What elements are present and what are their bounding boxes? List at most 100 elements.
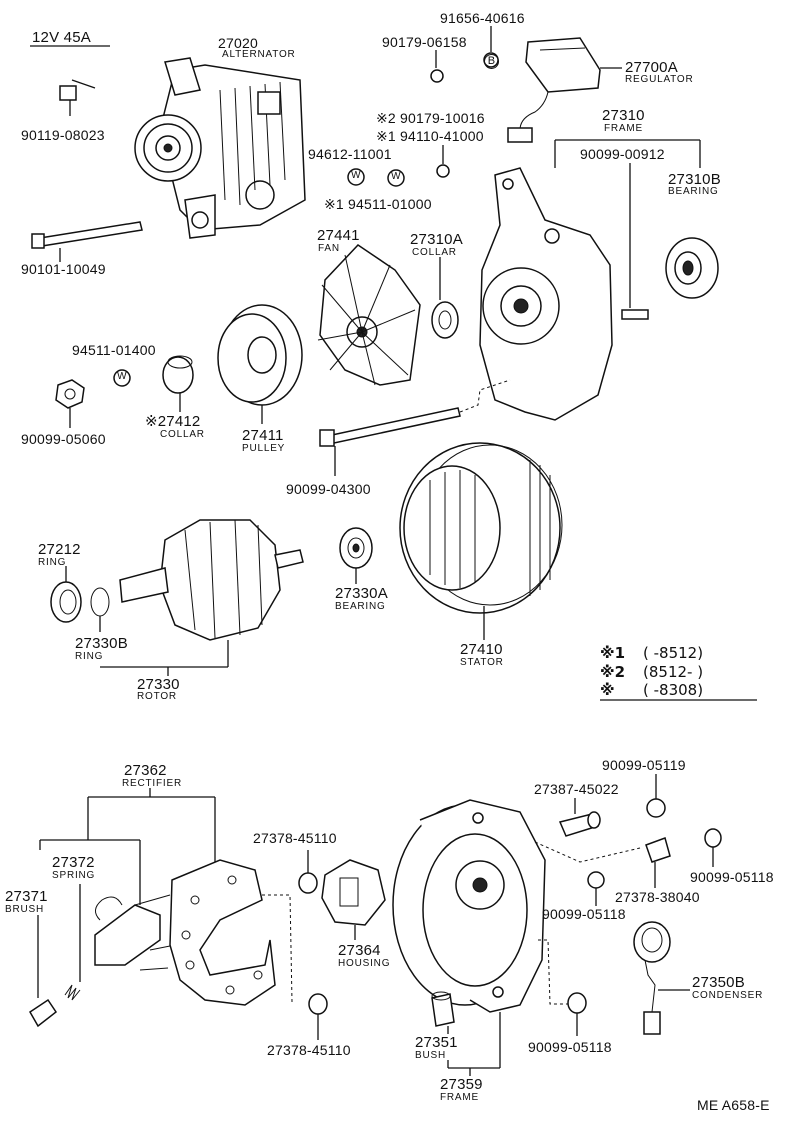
washer-drawing <box>347 168 365 186</box>
part-number-90101: 90101-10049 <box>21 261 106 277</box>
drive-end-frame-drawing <box>479 140 613 421</box>
part-name-bush: BUSH <box>415 1050 446 1061</box>
alternator-drawing <box>134 57 306 239</box>
circle-mark-w: W <box>351 170 361 181</box>
part-number-91656: 91656-40616 <box>440 10 525 26</box>
part-name-fan: FAN <box>318 243 340 254</box>
nut-drawing <box>436 164 450 178</box>
part-name-spring: SPRING <box>52 870 96 881</box>
condenser-drawing <box>633 921 690 1035</box>
part-number-27351: 27351 <box>415 1034 458 1051</box>
part-number-90099-04300: 90099-04300 <box>286 481 371 497</box>
part-number-27212: 27212 <box>38 541 81 558</box>
part-number-27411: 27411 <box>242 427 284 444</box>
bearing-drawing <box>339 527 373 584</box>
part-number-27330a: 27330A <box>335 585 388 602</box>
part-number-90099-05118: 90099-05118 <box>690 869 774 885</box>
rotor-drawing <box>119 519 304 667</box>
part-number-27359: 27359 <box>440 1076 483 1093</box>
legend-range: ( -8512) <box>643 644 704 662</box>
part-number-90099-05118: 90099-05118 <box>528 1039 612 1055</box>
part-name-housing: HOUSING <box>338 958 391 969</box>
part-number-27310b: 27310B <box>668 171 721 188</box>
part-number-27372: 27372 <box>52 854 95 871</box>
part-number-94110: ※1 94110-41000 <box>376 128 484 144</box>
washer-drawing <box>387 169 405 187</box>
nut-drawing <box>704 828 722 848</box>
part-number-90119: 90119-08023 <box>21 127 105 143</box>
part-number-27364: 27364 <box>338 942 381 959</box>
housing-drawing <box>321 859 386 940</box>
part-number-27350b: 27350B <box>692 974 745 991</box>
part-number-90179-06158: 90179-06158 <box>382 34 467 50</box>
circle-mark-w: W <box>391 171 401 182</box>
legend-mark: ※1 <box>600 644 626 662</box>
part-number-27441: 27441 <box>317 227 360 244</box>
part-number-90099-05118: 90099-05118 <box>542 906 626 922</box>
washer-drawing <box>113 369 131 387</box>
insulator-drawing <box>645 837 671 863</box>
part-name-stator: STATOR <box>460 657 504 668</box>
circle-mark-w: W <box>117 371 127 382</box>
part-number-27020: 27020 <box>218 35 258 51</box>
insulator-drawing <box>308 993 328 1015</box>
screw-drawing <box>621 309 649 320</box>
part-number-94511-01400: 94511-01400 <box>72 342 156 358</box>
part-name-collar: COLLAR <box>412 247 457 258</box>
part-name-rectifier: RECTIFIER <box>122 778 182 789</box>
part-number-90179-10016: ※2 90179-10016 <box>376 110 485 126</box>
nut-drawing <box>55 379 85 409</box>
part-number-27700a: 27700A <box>625 59 678 76</box>
part-number-27330b: 27330B <box>75 635 128 652</box>
part-number-27387: 27387-45022 <box>534 781 619 797</box>
part-name-condenser: CONDENSER <box>692 990 764 1001</box>
pulley-drawing <box>217 304 303 424</box>
stator-drawing <box>399 442 563 640</box>
spec-label: 12V 45A <box>32 29 91 46</box>
part-name-pulley: PULLEY <box>242 443 286 454</box>
part-number-27410: 27410 <box>460 641 503 658</box>
fan-drawing <box>317 244 421 386</box>
nut-drawing <box>587 871 605 889</box>
diagram-code: ME A658-E <box>697 1097 770 1113</box>
brush-holder-drawing <box>94 894 176 971</box>
part-number-90099-05060: 90099-05060 <box>21 431 106 447</box>
part-number-27310a: 27310A <box>410 231 463 248</box>
part-name-rotor: ROTOR <box>137 691 177 702</box>
part-number-27378-38040: 27378-38040 <box>615 889 700 905</box>
part-name-bearing: BEARING <box>335 601 386 612</box>
part-number-27378-45110: 27378-45110 <box>253 830 337 846</box>
insulator-drawing <box>298 872 318 894</box>
part-number-27362: 27362 <box>124 762 167 779</box>
rectifier-drawing <box>169 859 276 1006</box>
part-number-27412: ※27412 <box>145 413 201 430</box>
part-number-90099-05119: 90099-05119 <box>602 757 686 773</box>
legend-range: ( -8308) <box>643 681 704 699</box>
part-name-ring: RING <box>75 651 104 662</box>
part-number-94511-01000: ※1 94511-01000 <box>324 196 432 212</box>
nut-drawing <box>567 992 587 1014</box>
part-number-27378-45110: 27378-45110 <box>267 1042 351 1058</box>
ring-drawing <box>90 587 110 617</box>
collar-drawing <box>162 356 194 394</box>
part-number-27371: 27371 <box>5 888 48 905</box>
part-name-collar: COLLAR <box>160 429 205 440</box>
bolt-90119-drawing <box>59 79 96 116</box>
nut-drawing <box>646 798 666 818</box>
rear-frame-drawing <box>392 799 546 1013</box>
part-number-94612: 94612-11001 <box>308 146 392 162</box>
bush-drawing <box>431 993 455 1027</box>
part-name-alternator: ALTERNATOR <box>222 49 296 60</box>
collar-drawing <box>431 301 459 339</box>
legend-mark: ※2 <box>600 663 626 681</box>
circle-mark-b: B <box>484 54 499 69</box>
part-name-frame: FRAME <box>440 1092 479 1103</box>
part-name-ring: RING <box>38 557 67 568</box>
part-name-frame: FRAME <box>604 123 643 134</box>
bearing-drawing <box>665 237 719 299</box>
through-bolt-04300-drawing <box>319 379 511 476</box>
part-number-27330: 27330 <box>137 676 180 693</box>
part-name-brush: BRUSH <box>5 904 45 915</box>
part-name-regulator: REGULATOR <box>625 74 694 85</box>
